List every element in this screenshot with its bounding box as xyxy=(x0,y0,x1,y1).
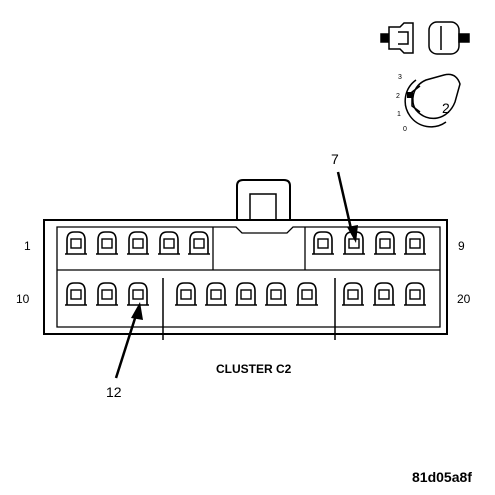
pin-terminal xyxy=(175,282,197,306)
pin-terminal xyxy=(96,231,118,255)
key-position-icon: 3 2 1 0 2 xyxy=(396,73,461,133)
pin-terminal xyxy=(312,231,334,255)
pin-terminal xyxy=(374,231,396,255)
key-marker-label: 2 xyxy=(442,100,450,116)
pin-terminal xyxy=(265,282,287,306)
callout-label-top: 7 xyxy=(331,151,339,167)
pin-terminal xyxy=(373,282,395,306)
pin-terminal xyxy=(188,231,210,255)
pin-terminal xyxy=(404,231,426,255)
connector-body xyxy=(43,179,448,340)
pin-terminal xyxy=(65,282,87,306)
pin-terminal xyxy=(127,231,149,255)
pin-terminal xyxy=(96,282,118,306)
pin-label-row2-right: 20 xyxy=(457,292,471,306)
pin-terminal xyxy=(342,282,364,306)
pin-label-row1-right: 9 xyxy=(458,239,465,253)
pin-terminal xyxy=(65,231,87,255)
pin-label-row2-left: 10 xyxy=(16,292,30,306)
key-position-1: 1 xyxy=(397,111,401,118)
pin-terminal xyxy=(235,282,257,306)
connector-side-view-icon xyxy=(380,21,470,55)
callout-arrow-top xyxy=(336,171,358,243)
pin-terminal xyxy=(404,282,426,306)
reference-code: 81d05a8f xyxy=(412,469,472,485)
callout-label-bottom: 12 xyxy=(106,384,122,400)
pin-terminal xyxy=(296,282,318,306)
key-position-0: 0 xyxy=(403,126,407,133)
key-position-3: 3 xyxy=(398,74,402,81)
pin-terminal xyxy=(205,282,227,306)
connector-name: CLUSTER C2 xyxy=(216,362,292,376)
callout-arrow-bottom xyxy=(114,302,143,379)
pin-terminal xyxy=(127,282,149,306)
pin-terminal xyxy=(158,231,180,255)
pin-label-row1-left: 1 xyxy=(24,239,31,253)
key-position-2: 2 xyxy=(396,93,400,100)
pin-terminals xyxy=(65,231,426,306)
